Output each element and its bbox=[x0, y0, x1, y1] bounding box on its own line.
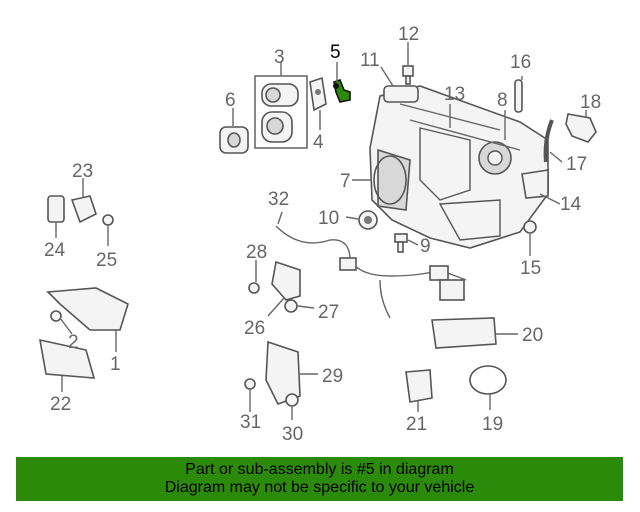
callout-7: 7 bbox=[340, 171, 351, 192]
callout-1: 1 bbox=[110, 354, 121, 375]
part-21-bumper bbox=[405, 369, 433, 403]
callout-29: 29 bbox=[322, 366, 343, 387]
part-28-bolt bbox=[248, 282, 260, 294]
callout-11: 11 bbox=[360, 50, 380, 71]
banner-line-disclaimer: Diagram may not be specific to your vehi… bbox=[164, 479, 475, 496]
part-20-pad bbox=[431, 317, 497, 349]
part-27-nut bbox=[284, 299, 298, 313]
callout-21: 21 bbox=[406, 414, 427, 435]
callout-25: 25 bbox=[96, 250, 117, 271]
callout-24: 24 bbox=[44, 240, 66, 261]
callout-12: 12 bbox=[398, 24, 419, 45]
callout-15: 15 bbox=[520, 258, 541, 279]
part-30-nut bbox=[285, 393, 299, 407]
callout-8: 8 bbox=[497, 90, 508, 111]
callout-23: 23 bbox=[72, 161, 93, 182]
part-26-hinge bbox=[271, 260, 301, 301]
part-4-bracket bbox=[309, 76, 327, 112]
part-14-bracket bbox=[521, 169, 549, 199]
callout-labels: 3 5 11 12 16 6 13 8 18 4 17 23 7 32 14 1… bbox=[44, 24, 601, 445]
callout-17: 17 bbox=[566, 154, 587, 175]
callout-3: 3 bbox=[274, 47, 285, 68]
part-5-highlighted bbox=[333, 79, 351, 103]
callout-28: 28 bbox=[246, 242, 267, 263]
callout-18: 18 bbox=[580, 92, 601, 113]
diagram-notice-banner: Part or sub-assembly is #5 in diagram Di… bbox=[16, 457, 623, 501]
part-15-screw bbox=[523, 220, 537, 234]
callout-2: 2 bbox=[68, 332, 79, 353]
callout-19: 19 bbox=[482, 414, 503, 435]
callout-26: 26 bbox=[244, 318, 265, 339]
callout-6: 6 bbox=[225, 90, 236, 111]
part-17-strip bbox=[543, 119, 554, 163]
part-19-seal bbox=[469, 365, 507, 395]
part-24-plate bbox=[47, 195, 65, 223]
callout-31: 31 bbox=[240, 412, 261, 433]
part-6-cap bbox=[219, 126, 249, 154]
callout-4: 4 bbox=[313, 132, 324, 153]
part-9-bolt bbox=[394, 233, 408, 253]
part-18-bracket bbox=[565, 113, 597, 143]
part-25-screw bbox=[102, 214, 114, 226]
banner-line-part: Part or sub-assembly is #5 in diagram bbox=[185, 461, 454, 478]
callout-27: 27 bbox=[318, 302, 339, 323]
callout-20: 20 bbox=[522, 325, 543, 346]
callout-30: 30 bbox=[282, 424, 303, 445]
callout-32: 32 bbox=[268, 189, 289, 210]
leader-lines bbox=[55, 42, 587, 420]
part-31-bolt bbox=[244, 378, 256, 390]
part-32-wiring-harness bbox=[275, 225, 467, 319]
callout-9: 9 bbox=[420, 236, 431, 257]
part-22-shield bbox=[39, 338, 96, 379]
callout-5: 5 bbox=[330, 42, 341, 63]
part-3-lock-cylinder-set bbox=[254, 75, 308, 149]
callout-16: 16 bbox=[510, 52, 531, 73]
part-16-rod bbox=[514, 79, 523, 113]
part-23-striker bbox=[70, 195, 97, 224]
callout-22: 22 bbox=[50, 394, 71, 415]
door-inner-panel bbox=[369, 85, 549, 249]
part-2-screw bbox=[50, 310, 62, 322]
part-1-latch bbox=[46, 287, 129, 331]
callout-14: 14 bbox=[560, 194, 582, 215]
callout-13: 13 bbox=[444, 84, 465, 105]
part-10-grommet bbox=[358, 210, 378, 230]
part-12-bolt bbox=[402, 65, 414, 85]
callout-10: 10 bbox=[318, 208, 339, 229]
